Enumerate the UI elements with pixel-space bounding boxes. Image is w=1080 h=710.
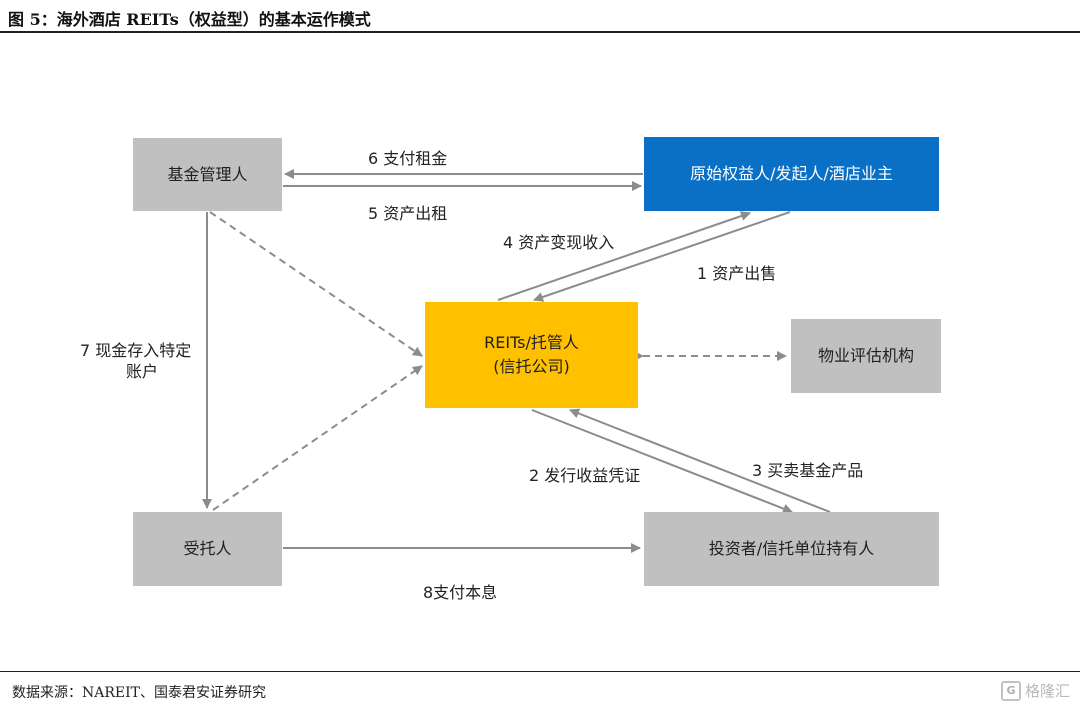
investors-label: 投资者/信托单位持有人 [708, 539, 875, 558]
edge-label-lease-assets: 5 资产出租 [368, 204, 448, 223]
bottom-rule [0, 671, 1080, 672]
appraiser-label: 物业评估机构 [817, 346, 914, 365]
arrow-manager-to-reits [209, 211, 423, 357]
watermark: G 格隆汇 [1000, 680, 1070, 701]
reits-trustee-box: REITs/托管人 (信托公司) [425, 302, 638, 408]
reits-label-line1: REITs/托管人 [484, 333, 579, 352]
edge-label-deposit-cash-line1: 7 现金存入特定 [80, 341, 192, 360]
fund-manager-box: 基金管理人 [133, 138, 282, 211]
trustee-box: 受托人 [133, 512, 282, 586]
edge-label-pay-principal-interest: 8支付本息 [423, 583, 498, 602]
arrow-sale-proceeds [497, 211, 751, 301]
edge-label-pay-rent: 6 支付租金 [368, 149, 448, 168]
arrow-asset-sale [533, 211, 791, 302]
watermark-text: 格隆汇 [1024, 682, 1070, 700]
originator-box: 原始权益人/发起人/酒店业主 [644, 137, 939, 211]
trustee-label: 受托人 [183, 539, 232, 558]
reits-label-line2: (信托公司) [493, 357, 570, 376]
appraiser-box: 物业评估机构 [791, 319, 941, 393]
fund-manager-label: 基金管理人 [167, 164, 248, 184]
edge-label-asset-sale: 1 资产出售 [697, 264, 777, 283]
investors-box: 投资者/信托单位持有人 [644, 512, 939, 586]
originator-label: 原始权益人/发起人/酒店业主 [690, 164, 893, 183]
source-note: 数据来源：NAREIT、国泰君安证券研究 [12, 685, 266, 701]
edge-label-sale-proceeds: 4 资产变现收入 [503, 233, 615, 252]
arrow-issue-certificates [531, 409, 793, 514]
edge-label-issue-certificates: 2 发行收益凭证 [529, 466, 641, 485]
arrow-trade-fund [569, 408, 831, 513]
edge-label-trade-fund: 3 买卖基金产品 [752, 461, 864, 480]
edge-label-deposit-cash-line2: 账户 [126, 362, 159, 381]
top-rule [0, 31, 1080, 33]
arrow-trustee-to-reits [212, 365, 423, 511]
figure-title: 图 5：海外酒店 REITs（权益型）的基本运作模式 [8, 10, 371, 29]
watermark-logo-icon: G [1000, 680, 1021, 701]
